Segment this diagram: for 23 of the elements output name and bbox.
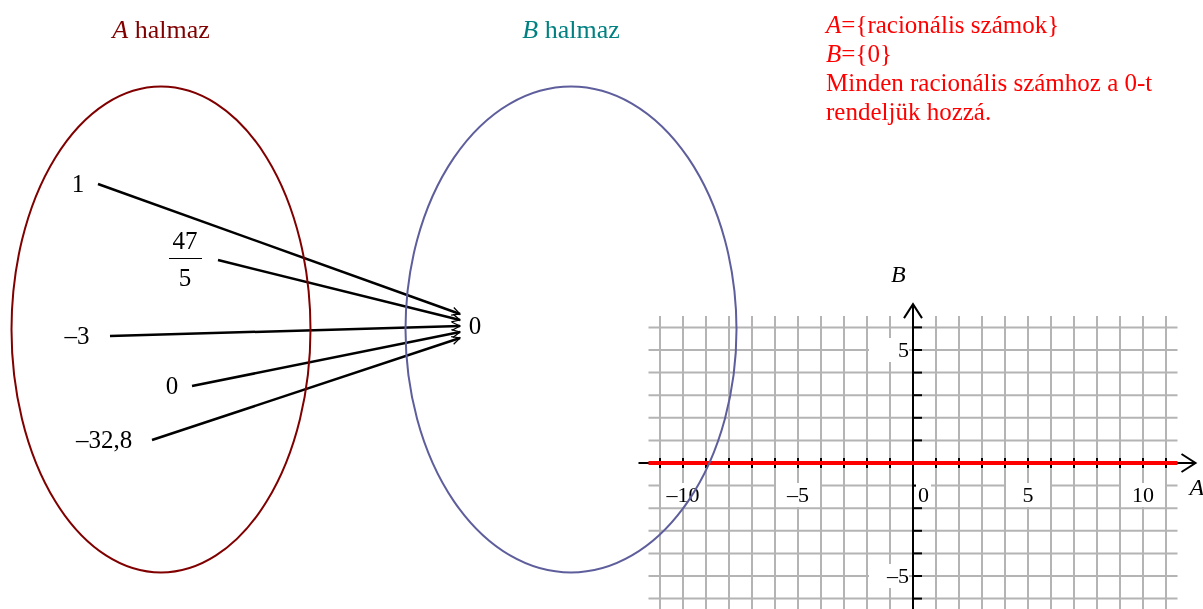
arrow (191, 329, 461, 388)
number-label: 47 (168, 223, 202, 259)
note-text: Minden racionális számhoz a 0-t rendeljük hozzá. (826, 68, 1154, 126)
axis-label: B (891, 260, 906, 289)
number-label: –3 (63, 321, 91, 351)
tick-label: 10 (1121, 483, 1165, 507)
note-text: A={racionális számok} (826, 10, 1061, 39)
arrow (151, 336, 461, 442)
arrow (109, 321, 461, 338)
arrow (217, 258, 461, 323)
number-label: 0 (467, 311, 483, 341)
tick-label: 5 (869, 338, 909, 362)
note-text: B={0} (826, 39, 893, 68)
number-label: 1 (70, 169, 86, 199)
number-label: 5 (177, 262, 193, 293)
set-heading: A halmaz (110, 14, 211, 46)
number-label: –32,8 (74, 425, 134, 455)
tick-label: –5 (869, 564, 909, 588)
set-heading: B halmaz (521, 14, 621, 46)
arrow (97, 182, 461, 316)
tick-label: –5 (776, 483, 820, 507)
number-label: 0 (164, 371, 180, 401)
tick-label: 5 (1006, 483, 1050, 507)
